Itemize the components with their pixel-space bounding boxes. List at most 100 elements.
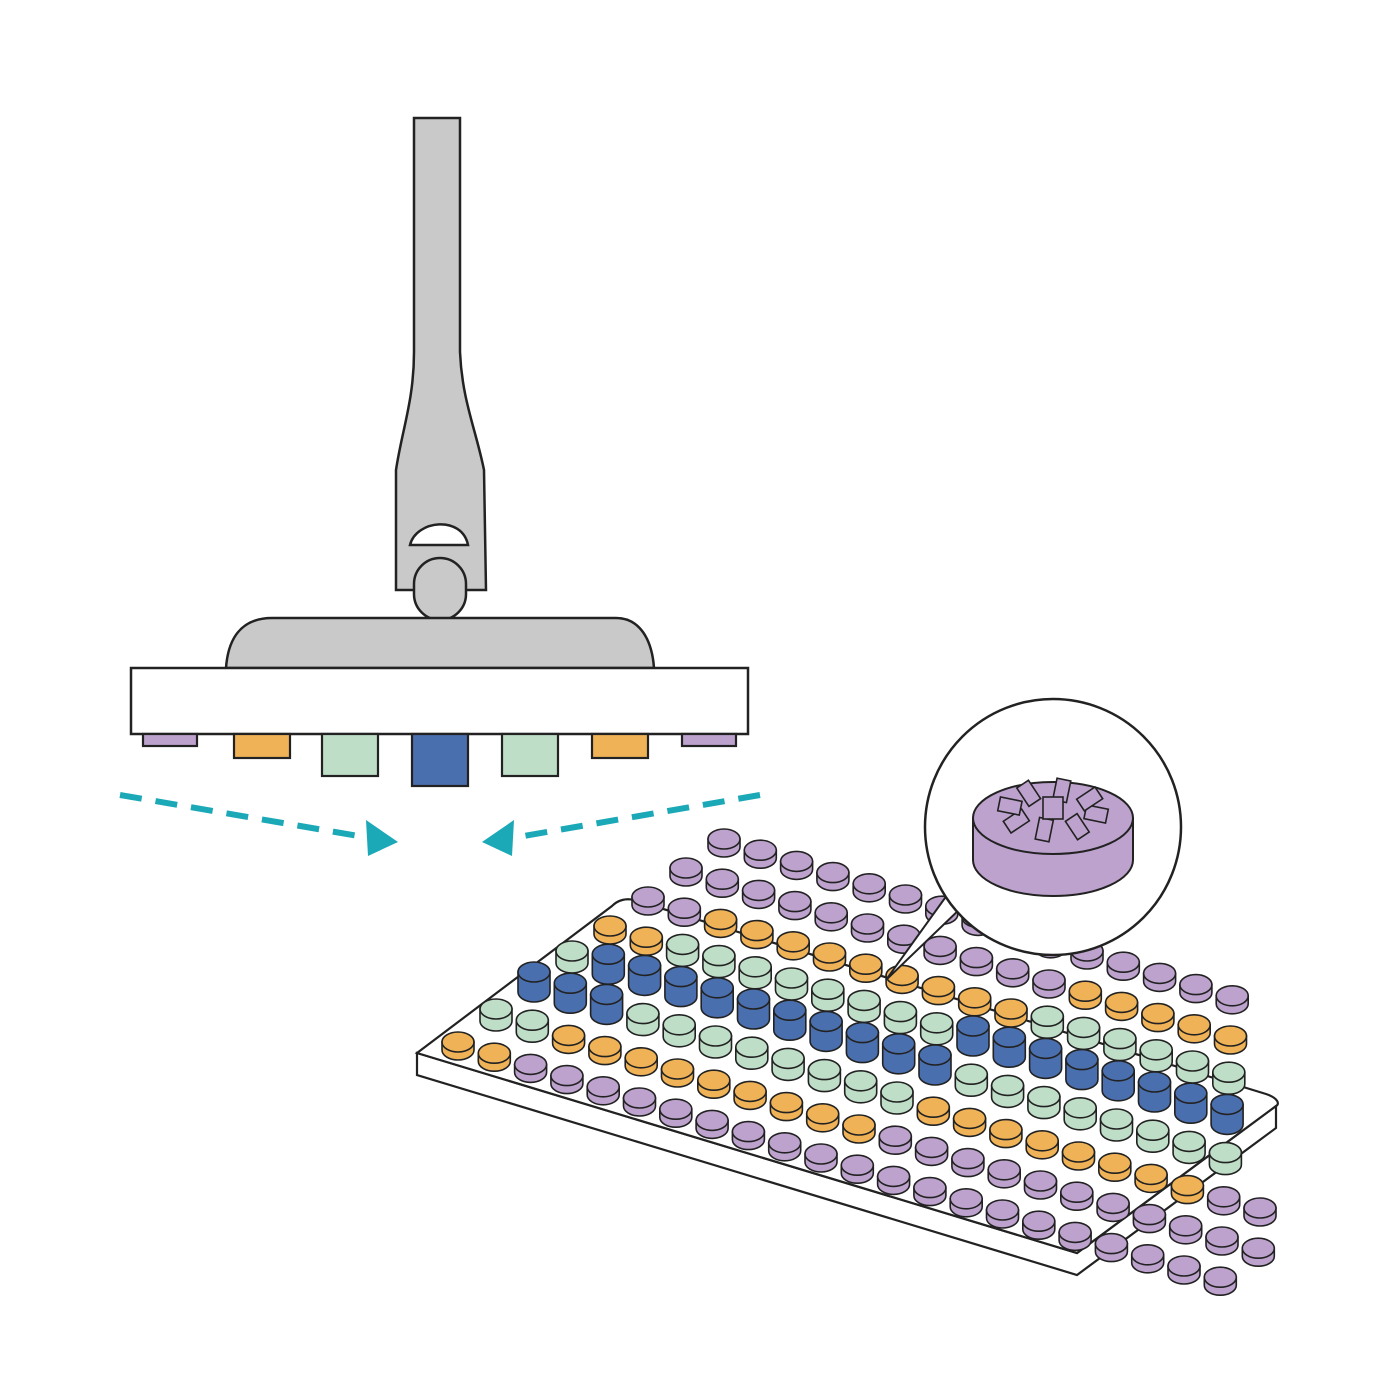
mat-dot-orange bbox=[1170, 1174, 1205, 1205]
mat-dot-green bbox=[880, 1081, 914, 1115]
bristle-tuft-center bbox=[1042, 796, 1064, 820]
mat-dot-blue bbox=[736, 988, 771, 1030]
mat-dot-green bbox=[1066, 1016, 1101, 1051]
mat-dot-purple bbox=[778, 890, 812, 921]
mat-dot-green bbox=[807, 1058, 842, 1093]
mat-dot-orange bbox=[994, 998, 1028, 1028]
arrowhead-right-icon bbox=[482, 820, 514, 856]
mat-dot-purple bbox=[667, 897, 702, 927]
mat-dot-purple bbox=[995, 957, 1030, 988]
mat-dot-blue bbox=[956, 1015, 990, 1057]
mat-dot-orange bbox=[551, 1024, 586, 1055]
mat-dot-orange bbox=[588, 1035, 622, 1066]
mat-dot-purple bbox=[1106, 951, 1141, 981]
mat-dot-purple bbox=[513, 1053, 548, 1084]
mat-dot-blue bbox=[591, 943, 626, 985]
mat-dot-green bbox=[515, 1009, 550, 1043]
mat-dot-green bbox=[702, 944, 736, 979]
mat-dot-orange bbox=[1141, 1002, 1175, 1033]
mat-dot-blue bbox=[627, 954, 662, 997]
mat-dot-green bbox=[1208, 1141, 1243, 1176]
mat-dot-purple bbox=[814, 901, 849, 932]
mat-dot-purple bbox=[914, 1136, 949, 1167]
mat-dot-purple bbox=[987, 1159, 1022, 1189]
mat-dot-purple bbox=[705, 868, 740, 898]
mat-dot-green bbox=[843, 1070, 878, 1104]
mat-dot-blue bbox=[664, 965, 698, 1008]
disc-bristles bbox=[996, 777, 1110, 843]
mat-dot-blue bbox=[845, 1021, 880, 1064]
mat-dot-purple bbox=[1241, 1237, 1276, 1267]
mat-dot-blue bbox=[809, 1010, 843, 1053]
mat-dot-green bbox=[1030, 1005, 1065, 1039]
mat-dot-blue bbox=[881, 1033, 916, 1075]
mat-dot-green bbox=[954, 1063, 989, 1097]
mat-dot-blue bbox=[1210, 1093, 1244, 1136]
pad-strip-orange bbox=[232, 732, 292, 760]
pad-strip-orange bbox=[590, 732, 650, 760]
mat-dot-orange bbox=[593, 915, 627, 945]
mat-dot-purple bbox=[852, 872, 887, 903]
mat-dot-orange bbox=[703, 908, 738, 939]
mat-dot-green bbox=[1139, 1039, 1173, 1073]
mat-dot-orange bbox=[624, 1047, 659, 1077]
handle-grip-hole bbox=[408, 523, 470, 547]
mat-dot-orange bbox=[1213, 1025, 1248, 1055]
mat-dot-purple bbox=[1203, 1266, 1238, 1296]
mat-dot-blue bbox=[992, 1026, 1027, 1068]
mat-dot-purple bbox=[622, 1087, 657, 1117]
mat-dot-green bbox=[883, 1000, 918, 1035]
mat-dot-purple bbox=[1022, 1210, 1056, 1240]
mat-dot-green bbox=[1103, 1027, 1137, 1062]
mat-dot-purple bbox=[1096, 1192, 1130, 1223]
bristle-mat bbox=[414, 828, 1279, 1296]
mat-dot-green bbox=[626, 1002, 660, 1037]
mat-dot-purple bbox=[1215, 984, 1249, 1015]
mat-dot-green bbox=[665, 933, 700, 968]
mat-dot-purple bbox=[1058, 1221, 1092, 1252]
arrow-left-pointing-inward bbox=[119, 792, 371, 841]
mat-dot-orange bbox=[1025, 1130, 1059, 1160]
mat-dot-purple bbox=[1205, 1226, 1239, 1256]
mat-dot-orange bbox=[740, 919, 774, 950]
mat-dot-orange bbox=[952, 1107, 987, 1138]
mat-dot-orange bbox=[1061, 1141, 1096, 1171]
mat-dot-orange bbox=[848, 953, 883, 983]
purple-disc-with-bristles-icon bbox=[972, 777, 1134, 897]
bristle-tuft bbox=[996, 796, 1023, 817]
bristle-tuft bbox=[1002, 808, 1031, 835]
mat-dot-green bbox=[810, 978, 845, 1012]
mat-dot-purple bbox=[1023, 1170, 1058, 1200]
mat-dot-green bbox=[555, 940, 589, 974]
mat-dot-purple bbox=[840, 1154, 875, 1184]
mat-dot-green bbox=[738, 955, 773, 990]
mat-dot-purple bbox=[1179, 973, 1213, 1004]
mat-dot-green bbox=[734, 1036, 769, 1070]
mat-dot-green bbox=[990, 1074, 1025, 1109]
mat-dot-blue bbox=[1137, 1071, 1172, 1113]
mat-dot-blue bbox=[918, 1044, 952, 1086]
mat-dot-blue bbox=[553, 972, 588, 1014]
mat-dot-purple bbox=[1142, 962, 1177, 993]
mat-dot-purple bbox=[658, 1098, 693, 1128]
mat-dot-green bbox=[1172, 1130, 1206, 1165]
mat-dot-purple bbox=[1094, 1232, 1129, 1263]
mat-dot-purple bbox=[804, 1143, 838, 1173]
mat-dot-orange bbox=[842, 1114, 876, 1144]
mat-dot-purple bbox=[767, 1132, 802, 1162]
mat-dot-blue bbox=[1101, 1060, 1135, 1102]
mat-dot-purple bbox=[1243, 1197, 1277, 1227]
mat-dot-purple bbox=[959, 946, 994, 977]
mat-dot-purple bbox=[1130, 1244, 1165, 1274]
mop-neck bbox=[412, 556, 468, 622]
mat-dot-purple bbox=[1168, 1215, 1203, 1245]
mat-dot-orange bbox=[660, 1058, 695, 1088]
mat-dot-green bbox=[1175, 1050, 1210, 1084]
mat-dot-orange bbox=[812, 942, 847, 972]
mat-dot-purple bbox=[951, 1147, 985, 1178]
mat-dot-green bbox=[1099, 1108, 1134, 1142]
mat-dot-green bbox=[479, 998, 513, 1032]
mat-dot-purple bbox=[923, 935, 957, 966]
mat-dot-purple bbox=[743, 839, 778, 869]
